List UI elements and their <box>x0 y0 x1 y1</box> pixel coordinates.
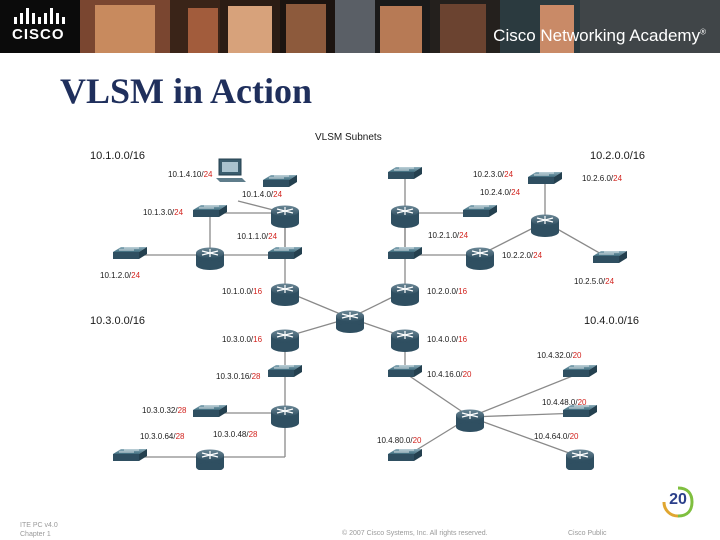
switch-10-2-4-0 <box>462 204 498 218</box>
router-10-4-hub <box>455 408 485 433</box>
footer-classification: Cisco Public <box>568 530 607 537</box>
cisco-logo: CISCO <box>12 8 70 46</box>
page-number: 20 <box>669 491 687 508</box>
cisco-wordmark: CISCO <box>12 26 65 43</box>
label-10-1-4-0: 10.1.4.0/24 <box>242 190 283 199</box>
router-10-3-0-32 <box>270 404 300 429</box>
router-core <box>335 309 365 334</box>
slide-title: VLSM in Action <box>60 71 313 111</box>
vlsm-network-diagram: VLSM Subnets 10.1.0.0/16 10.2.0.0/16 10.… <box>90 132 645 470</box>
footer-chapter: Chapter 1 <box>20 531 51 538</box>
label-10-2-5-0: 10.2.5.0/24 <box>574 277 615 286</box>
academy-mark: ® <box>700 27 706 37</box>
label-10-2-4-0: 10.2.4.0/24 <box>480 188 521 197</box>
label-10-4-80-0: 10.4.80.0/20 <box>377 436 422 445</box>
page-number-badge <box>662 486 694 518</box>
label-10-3-0-64: 10.3.0.64/28 <box>140 432 185 441</box>
academy-title: Cisco Networking Academy® <box>493 26 706 46</box>
academy-text: Cisco Networking Academy <box>493 26 701 45</box>
switch-10-3-0-64 <box>112 448 148 462</box>
router-10-2-3 <box>390 204 420 229</box>
label-10-3-0-0: 10.3.0.0/16 <box>222 335 263 344</box>
switch-10-2-3-0 <box>387 166 423 180</box>
label-10-2-1-0: 10.2.1.0/24 <box>428 231 469 240</box>
footer-copyright: © 2007 Cisco Systems, Inc. All rights re… <box>342 530 488 537</box>
footer-course: ITE PC v4.0 <box>20 522 58 529</box>
switch-10-2-6-0 <box>527 171 563 185</box>
label-10-2-6-0: 10.2.6.0/24 <box>582 174 623 183</box>
router-10-4-0-0 <box>390 328 420 353</box>
label-10-3-0-16: 10.3.0.16/28 <box>216 372 261 381</box>
router-10-1-4 <box>270 204 300 229</box>
label-10-1-0-0: 10.1.0.0/16 <box>222 287 263 296</box>
switch-10-3-0-16 <box>267 364 303 378</box>
footer-course-info: ITE PC v4.0 Chapter 1 <box>20 521 58 539</box>
router-10-2-6 <box>530 213 560 238</box>
label-10-1-1-0: 10.1.1.0/24 <box>237 232 278 241</box>
diagram-labels: VLSM Subnets 10.1.0.0/16 10.2.0.0/16 10.… <box>90 132 645 445</box>
label-10-2-2-0: 10.2.2.0/24 <box>502 251 543 260</box>
label-10-4-48-0: 10.4.48.0/20 <box>542 398 587 407</box>
router-10-4-64 <box>565 448 595 470</box>
switch-10-1-4-0 <box>262 174 298 188</box>
switch-10-4-16-0 <box>387 364 423 378</box>
pc-icon <box>216 158 246 182</box>
label-10-4-0-0: 10.4.0.0/16 <box>427 335 468 344</box>
switch-10-1-2-0 <box>112 246 148 260</box>
router-10-1-0-0 <box>270 282 300 307</box>
switch-10-4-32-0 <box>562 364 598 378</box>
diagram-title: VLSM Subnets <box>315 132 382 143</box>
router-10-3-0-64 <box>195 448 225 470</box>
router-10-1-2 <box>195 246 225 271</box>
label-10-4-32-0: 10.4.32.0/20 <box>537 351 582 360</box>
label-10-1-2-0: 10.1.2.0/24 <box>100 271 141 280</box>
label-10-3-0-48: 10.3.0.48/28 <box>213 430 258 439</box>
network-label-10-4: 10.4.0.0/16 <box>584 315 639 327</box>
network-label-10-1: 10.1.0.0/16 <box>90 150 145 162</box>
banner-photo-strip <box>0 0 720 53</box>
label-10-4-64-0: 10.4.64.0/20 <box>534 432 579 441</box>
switch-10-1-1-0 <box>267 246 303 260</box>
switch-10-4-80-0 <box>387 448 423 462</box>
router-10-2-0-0 <box>390 282 420 307</box>
label-10-3-0-32: 10.3.0.32/28 <box>142 406 187 415</box>
network-label-10-2: 10.2.0.0/16 <box>590 150 645 162</box>
switch-10-2-1-0 <box>387 246 423 260</box>
diagram-devices <box>112 158 628 470</box>
label-10-1-3-0: 10.1.3.0/24 <box>143 208 184 217</box>
header-banner: CISCO Cisco Networking Academy® <box>0 0 720 53</box>
switch-10-3-0-32 <box>192 404 228 418</box>
label-10-4-16-0: 10.4.16.0/20 <box>427 370 472 379</box>
network-label-10-3: 10.3.0.0/16 <box>90 315 145 327</box>
router-10-2-2 <box>465 246 495 271</box>
router-10-3-0-0 <box>270 328 300 353</box>
cisco-bars-icon <box>14 8 65 24</box>
switch-10-1-3-0 <box>192 204 228 218</box>
label-10-2-3-0: 10.2.3.0/24 <box>473 170 514 179</box>
label-pc-host: 10.1.4.10/24 <box>168 170 213 179</box>
label-10-2-0-0: 10.2.0.0/16 <box>427 287 468 296</box>
